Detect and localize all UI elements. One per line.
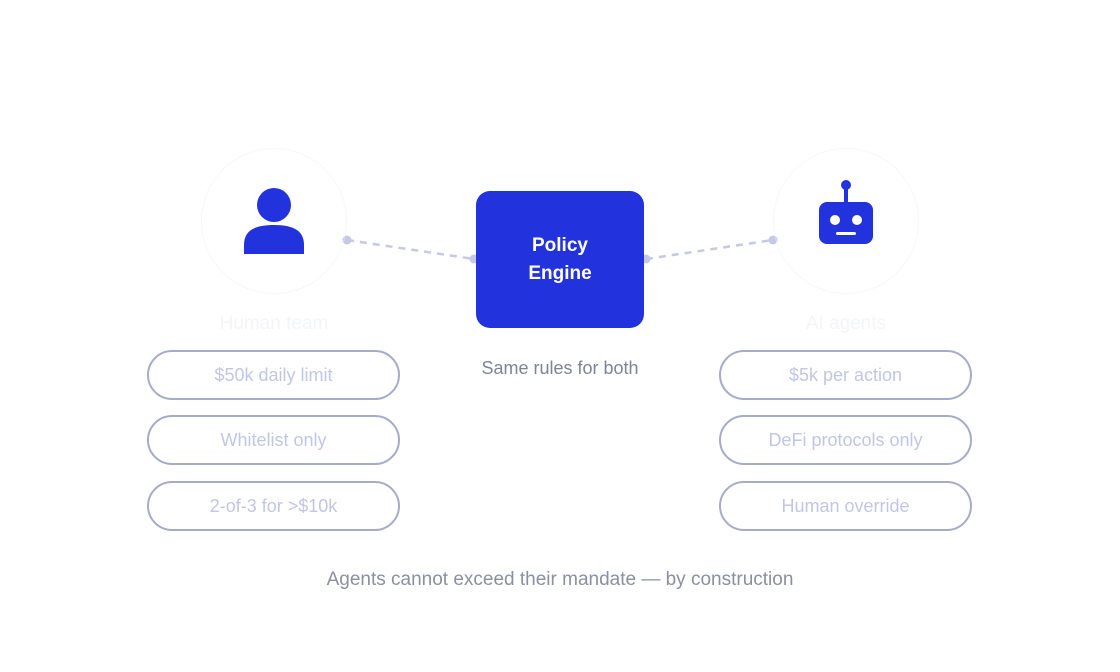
person-icon [244,188,304,254]
footer-statement: Agents cannot exceed their mandate — by … [326,569,794,590]
human-rule-multisig: 2-of-3 for >$10k [147,481,400,531]
human-actor-label: Human team [219,313,329,334]
human-rule-daily-limit: $50k daily limit [147,350,400,400]
connector-human-engine [346,238,475,261]
engine-caption: Same rules for both [481,358,639,378]
agent-rule-per-action: $5k per action [719,350,972,400]
engine-title-line1: Policy [532,234,588,256]
human-rule-whitelist: Whitelist only [147,415,400,465]
policy-engine-box: Policy Engine [476,191,644,328]
agent-actor-label: AI agents [805,313,887,334]
agent-rule-defi-only: DeFi protocols only [719,415,972,465]
human-actor-circle [201,148,347,294]
agent-actor-circle [773,148,919,294]
engine-title-line2: Engine [528,262,592,284]
connector-engine-agent [645,238,774,261]
robot-icon [819,180,873,244]
agent-rule-human-override: Human override [719,481,972,531]
